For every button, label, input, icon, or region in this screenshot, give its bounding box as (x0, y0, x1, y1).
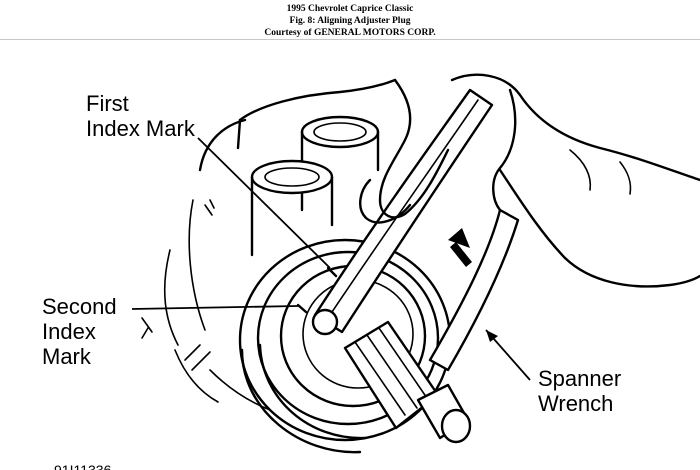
second-index-mark (296, 303, 308, 314)
rotation-arrow (448, 228, 472, 267)
first-index-mark-leader (197, 137, 331, 269)
second-index-label-line1: Second (42, 294, 117, 319)
figure-caption: Fig. 8: Aligning Adjuster Plug (289, 16, 411, 26)
spanner-label-line2: Wrench (538, 391, 613, 416)
first-index-label-line1: First (86, 91, 129, 116)
vehicle-title: 1995 Chevrolet Caprice Classic (286, 4, 414, 14)
spanner-arrowhead (486, 330, 498, 342)
courtesy-line: Courtesy of GENERAL MOTORS CORP. (264, 28, 436, 38)
figure-header: 1995 Chevrolet Caprice Classic Fig. 8: A… (0, 0, 700, 40)
hand (359, 73, 700, 288)
second-index-mark-leader (131, 305, 299, 310)
first-index-mark (326, 266, 338, 278)
adjuster-plug-illustration: First Index Mark Second Index Mark Spann… (42, 73, 700, 470)
second-index-label-line3: Mark (42, 344, 92, 369)
first-index-label-line2: Index Mark (86, 116, 196, 141)
spanner-label-line1: Spanner (538, 366, 621, 391)
stub-shaft (343, 320, 472, 444)
figure-id: 91I11336 (54, 462, 112, 470)
second-index-label-line2: Index (42, 319, 96, 344)
